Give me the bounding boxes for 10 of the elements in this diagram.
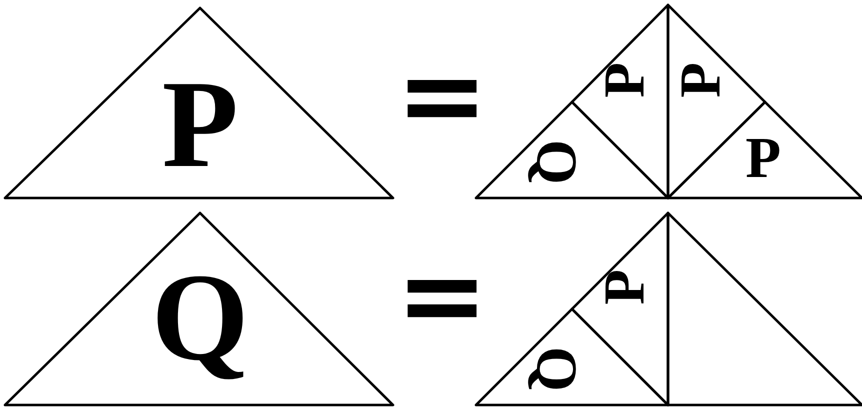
tile-letter: Q: [527, 139, 586, 185]
tile-letter: P: [746, 129, 781, 187]
equals-sign: =: [396, 240, 488, 350]
tile-letter: P: [162, 62, 238, 188]
tile-letter: P: [671, 62, 730, 98]
equals-sign: =: [396, 40, 488, 150]
tile-letter: Q: [527, 346, 586, 392]
tile-letter: P: [595, 269, 654, 305]
tile-letter: P: [595, 62, 654, 98]
tile-letter: Q: [152, 256, 249, 380]
